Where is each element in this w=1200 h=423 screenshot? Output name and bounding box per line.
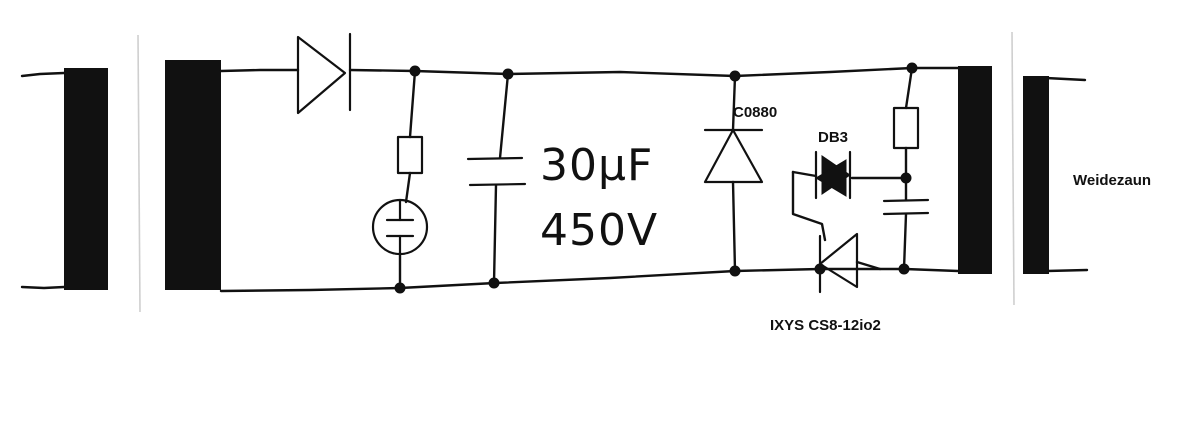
divider-right bbox=[1011, 31, 1015, 306]
trigger-resistor bbox=[892, 106, 920, 150]
fence-terminal-bar bbox=[1023, 76, 1049, 274]
rectifier-diode bbox=[296, 32, 352, 115]
capacitor-voltage-label: 450V bbox=[540, 205, 658, 256]
trigger-capacitor bbox=[882, 198, 930, 216]
flyback-diode-lead-top bbox=[731, 74, 737, 132]
top-rail-main bbox=[348, 66, 960, 78]
input-lead-bottom bbox=[20, 285, 66, 290]
capacitor-value-label: 30µF bbox=[540, 140, 653, 191]
junction-dots bbox=[394, 62, 918, 294]
diac-part-label: DB3 bbox=[818, 129, 848, 146]
storage-capacitor bbox=[466, 156, 527, 187]
divider-left bbox=[137, 34, 141, 313]
top-rail-left bbox=[219, 68, 300, 73]
flyback-diode-lead-bottom bbox=[731, 180, 737, 273]
trigger-branch-wire-top bbox=[904, 66, 914, 110]
thyristor-part-label: IXYS CS8-12io2 bbox=[770, 317, 881, 334]
lamp-branch-wire-top bbox=[408, 69, 417, 139]
input-lead-top bbox=[20, 71, 66, 78]
flyback-diode bbox=[703, 128, 764, 184]
diode-part-label: C0880 bbox=[733, 104, 777, 121]
capacitor-lead-bottom bbox=[492, 183, 498, 285]
trigger-branch-wire-bottom bbox=[902, 212, 908, 271]
output-transformer-core bbox=[958, 66, 992, 274]
diac bbox=[791, 150, 908, 200]
output-name-label: Weidezaun bbox=[1073, 172, 1151, 189]
lamp-resistor bbox=[396, 135, 424, 175]
capacitor-lead-top bbox=[498, 72, 510, 160]
thyristor bbox=[791, 170, 882, 294]
lamp-branch-wire-mid bbox=[404, 171, 412, 204]
input-transformer-core-secondary bbox=[165, 60, 221, 290]
input-transformer-core-primary bbox=[64, 68, 108, 290]
glow-lamp bbox=[371, 198, 429, 256]
